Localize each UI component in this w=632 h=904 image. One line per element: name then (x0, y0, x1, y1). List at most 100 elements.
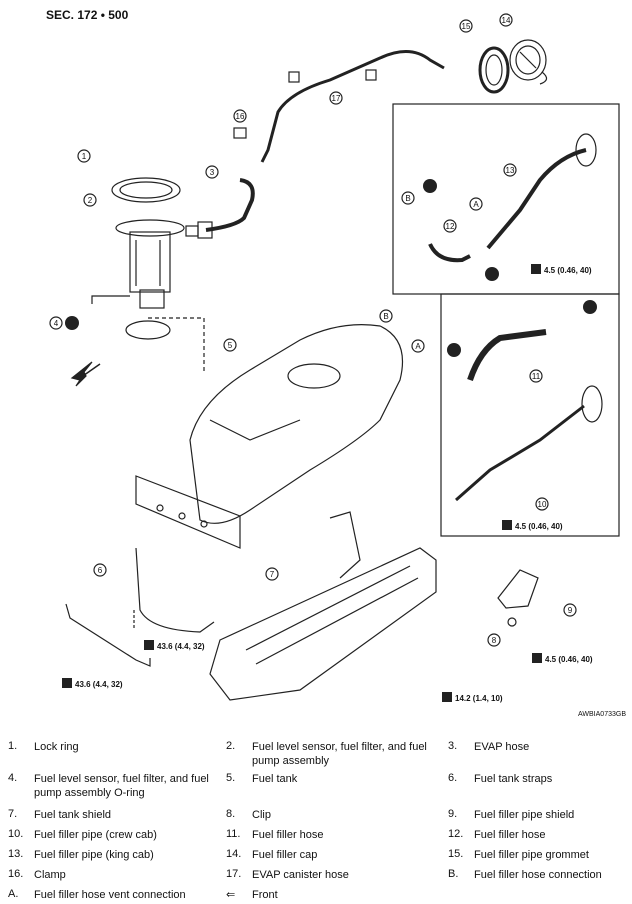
callout-A-detail: A (469, 197, 483, 211)
svg-text:4: 4 (54, 319, 59, 328)
legend-text: Fuel tank straps (474, 773, 553, 785)
legend-num: 14. (226, 848, 242, 860)
legend-num: 11. (226, 828, 241, 840)
parts-legend: 1. Lock ring 2. Fuel level sensor, fuel fi… (8, 740, 628, 904)
legend-row: 7.Fuel tank shield 8.Clip 9.Fuel filler … (8, 808, 628, 824)
legend-row: A.Fuel filler hose vent connection ⇐Fron… (8, 888, 628, 904)
legend-text: Fuel filler pipe (king cab) (34, 849, 154, 861)
legend-text: Fuel filler hose connection (474, 869, 602, 881)
legend-text: Fuel filler hose vent connection (34, 889, 186, 901)
torque-tank-shield: 14.2 (1.4, 10) (455, 694, 503, 703)
callout-5: 5 (223, 338, 237, 352)
svg-text:A: A (473, 200, 479, 209)
clamp-16a (288, 71, 300, 83)
callout-4: 4 (49, 316, 63, 330)
legend-text: Fuel tank (252, 773, 298, 785)
callout-A-main: A (411, 339, 425, 353)
legend-text: Lock ring (34, 741, 79, 753)
callout-17: 17 (329, 91, 343, 105)
callout-6: 6 (93, 563, 107, 577)
callout-16: 16 (233, 109, 247, 123)
legend-num: 12. (448, 828, 464, 840)
fuel-pump-assembly (91, 219, 199, 309)
callout-10: 10 (535, 497, 549, 511)
legend-num: 6. (448, 772, 458, 784)
legend-text (474, 888, 628, 904)
legend-text: Front (252, 889, 278, 901)
pump-o-ring (125, 320, 171, 340)
legend-row: 1.Lock ring 2.Fuel level sensor, fuel fi… (8, 740, 628, 772)
legend-text: Fuel filler hose (252, 829, 324, 841)
fuel-filler-cap (509, 39, 548, 85)
callout-B-main: B (379, 309, 393, 323)
legend-num: 7. (8, 808, 18, 820)
callout-2: 2 (83, 193, 97, 207)
callout-B-detail: B (401, 191, 415, 205)
legend-num (448, 888, 474, 904)
legend-text: EVAP hose (474, 741, 530, 753)
legend-text: Fuel filler pipe shield (474, 809, 575, 821)
fuel-filler-pipe-crew-cab (455, 404, 585, 502)
legend-text: Fuel filler pipe (crew cab) (34, 829, 157, 841)
fuel-filler-hose-11 (467, 329, 547, 381)
legend-text: Fuel filler cap (252, 849, 318, 861)
legend-num: 15. (448, 848, 464, 860)
legend-text: Clamp (34, 869, 66, 881)
replace-marker-icons (65, 179, 597, 357)
fuel-filler-pipe-grommet (478, 46, 510, 94)
callout-3: 3 (205, 165, 219, 179)
legend-num: 5. (226, 772, 236, 784)
legend-text: Fuel filler hose (474, 829, 546, 841)
figure-code: AWBIA0733GB (578, 711, 626, 718)
clamp-16b (365, 69, 377, 81)
callout-9: 9 (563, 603, 577, 617)
callout-12: 12 (443, 219, 457, 233)
torque-strap-upper: 43.6 (4.4, 32) (157, 642, 205, 651)
legend-num: 17. (226, 868, 242, 880)
legend-text: Fuel filler pipe grommet (474, 849, 589, 861)
legend-num: 9. (448, 808, 458, 820)
fuel-tank (135, 324, 404, 549)
legend-num: 1. (8, 740, 18, 752)
legend-text: EVAP canister hose (252, 869, 349, 881)
torque-king-cab: 4.5 (0.46, 40) (544, 266, 592, 275)
svg-text:1: 1 (82, 152, 87, 161)
legend-row: 10.Fuel filler pipe (crew cab) 11.Fuel f… (8, 828, 628, 844)
fuel-filler-hose-12 (428, 243, 471, 263)
front-arrow-icon (70, 361, 93, 387)
callout-1: 1 (77, 149, 91, 163)
torque-crew-cab: 4.5 (0.46, 40) (515, 522, 563, 531)
section-header: SEC. 172 • 500 (46, 8, 129, 22)
legend-row: 4.Fuel level sensor, fuel filter, and fu… (8, 772, 628, 804)
callout-8: 8 (487, 633, 501, 647)
svg-text:14: 14 (502, 16, 511, 25)
torque-specs: 4.5 (0.46, 40) 4.5 (0.46, 40) 4.5 (0.46,… (62, 264, 593, 703)
legend-num: 13. (8, 848, 24, 860)
svg-text:6: 6 (98, 566, 103, 575)
fuel-system-exploded-diagram: 1 2 3 4 5 6 7 8 9 10 11 12 13 14 15 16 1… (49, 13, 620, 703)
legend-text: Fuel level sensor, fuel filter, and fuel… (34, 773, 209, 799)
svg-text:5: 5 (228, 341, 233, 350)
svg-text:3: 3 (210, 168, 215, 177)
fuel-tank-straps (65, 547, 215, 667)
evap-hose (205, 178, 255, 232)
svg-text:16: 16 (236, 112, 245, 121)
legend-num: A. (8, 888, 19, 900)
legend-num: 2. (226, 740, 236, 752)
callout-13: 13 (503, 163, 517, 177)
legend-row: 16.Clamp 17.EVAP canister hose B.Fuel fi… (8, 868, 628, 884)
svg-text:12: 12 (446, 222, 455, 231)
clamp-16c (233, 127, 247, 139)
legend-text: Clip (252, 809, 271, 821)
fuel-filler-pipe-king-cab (486, 148, 587, 250)
callout-7: 7 (265, 567, 279, 581)
callout-11: 11 (529, 369, 543, 383)
detail-box-crew-cab (440, 293, 620, 537)
svg-text:9: 9 (568, 606, 573, 615)
svg-text:10: 10 (538, 500, 547, 509)
evap-canister-hose (260, 50, 445, 163)
legend-num: B. (448, 868, 459, 880)
callout-14: 14 (499, 13, 513, 27)
callout-15: 15 (459, 19, 473, 33)
svg-text:B: B (405, 194, 410, 203)
